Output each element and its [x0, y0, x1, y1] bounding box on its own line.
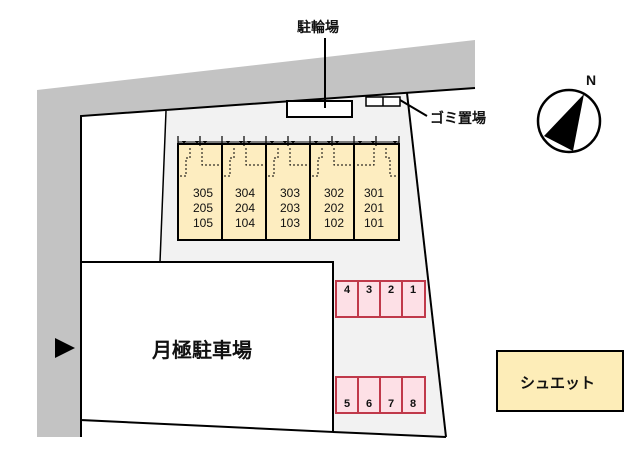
- entrance-arrow-icon: [55, 338, 75, 358]
- unit-number: 204: [234, 201, 256, 215]
- neighbor-store-label: シュエット: [520, 374, 596, 392]
- parking-slots-bottom: [335, 376, 426, 414]
- unit-number: 302: [323, 186, 345, 200]
- north-label: N: [586, 72, 597, 88]
- parking-slot-8: 8: [409, 398, 417, 410]
- lot-boundary-right: [406, 92, 447, 438]
- unit-number: 301: [363, 186, 385, 200]
- unit-number: 305: [192, 186, 214, 200]
- unit-column-2: 302 202 102: [314, 186, 354, 231]
- unit-number: 101: [363, 216, 385, 230]
- unit-number: 105: [192, 216, 214, 230]
- parking-slot-3: 3: [365, 284, 373, 296]
- unit-number: 304: [234, 186, 256, 200]
- garbage-area-label: ゴミ置場: [430, 111, 486, 127]
- north-compass-icon: [536, 88, 602, 154]
- unit-column-3: 303 203 103: [270, 186, 310, 231]
- parking-slot-2: 2: [387, 284, 395, 296]
- apartment-building: [177, 136, 400, 241]
- parking-slot-1: 1: [409, 284, 417, 296]
- garbage-leader: [399, 99, 428, 117]
- unit-number: 203: [279, 201, 301, 215]
- unit-number: 201: [363, 201, 385, 215]
- unit-number: 202: [323, 201, 345, 215]
- bicycle-parking: [286, 100, 353, 118]
- parking-slot-5: 5: [343, 398, 351, 410]
- parking-slot-4: 4: [343, 284, 351, 296]
- monthly-parking-label: 月極駐車場: [152, 338, 252, 362]
- unit-number: 102: [323, 216, 345, 230]
- unit-number: 104: [234, 216, 256, 230]
- parking-slot-6: 6: [365, 398, 373, 410]
- unit-column-4: 304 204 104: [225, 186, 265, 231]
- lot-divider-left: [159, 110, 167, 263]
- unit-column-1: 301 201 101: [354, 186, 394, 231]
- bicycle-parking-label: 駐輪場: [297, 20, 339, 36]
- parking-slot-7: 7: [387, 398, 395, 410]
- unit-number: 103: [279, 216, 301, 230]
- neighbor-store: [496, 350, 624, 412]
- unit-number: 205: [192, 201, 214, 215]
- site-boundary-bottom: [332, 431, 447, 438]
- parking-slots-top: [335, 280, 426, 318]
- unit-column-5: 305 205 105: [183, 186, 223, 231]
- unit-number: 303: [279, 186, 301, 200]
